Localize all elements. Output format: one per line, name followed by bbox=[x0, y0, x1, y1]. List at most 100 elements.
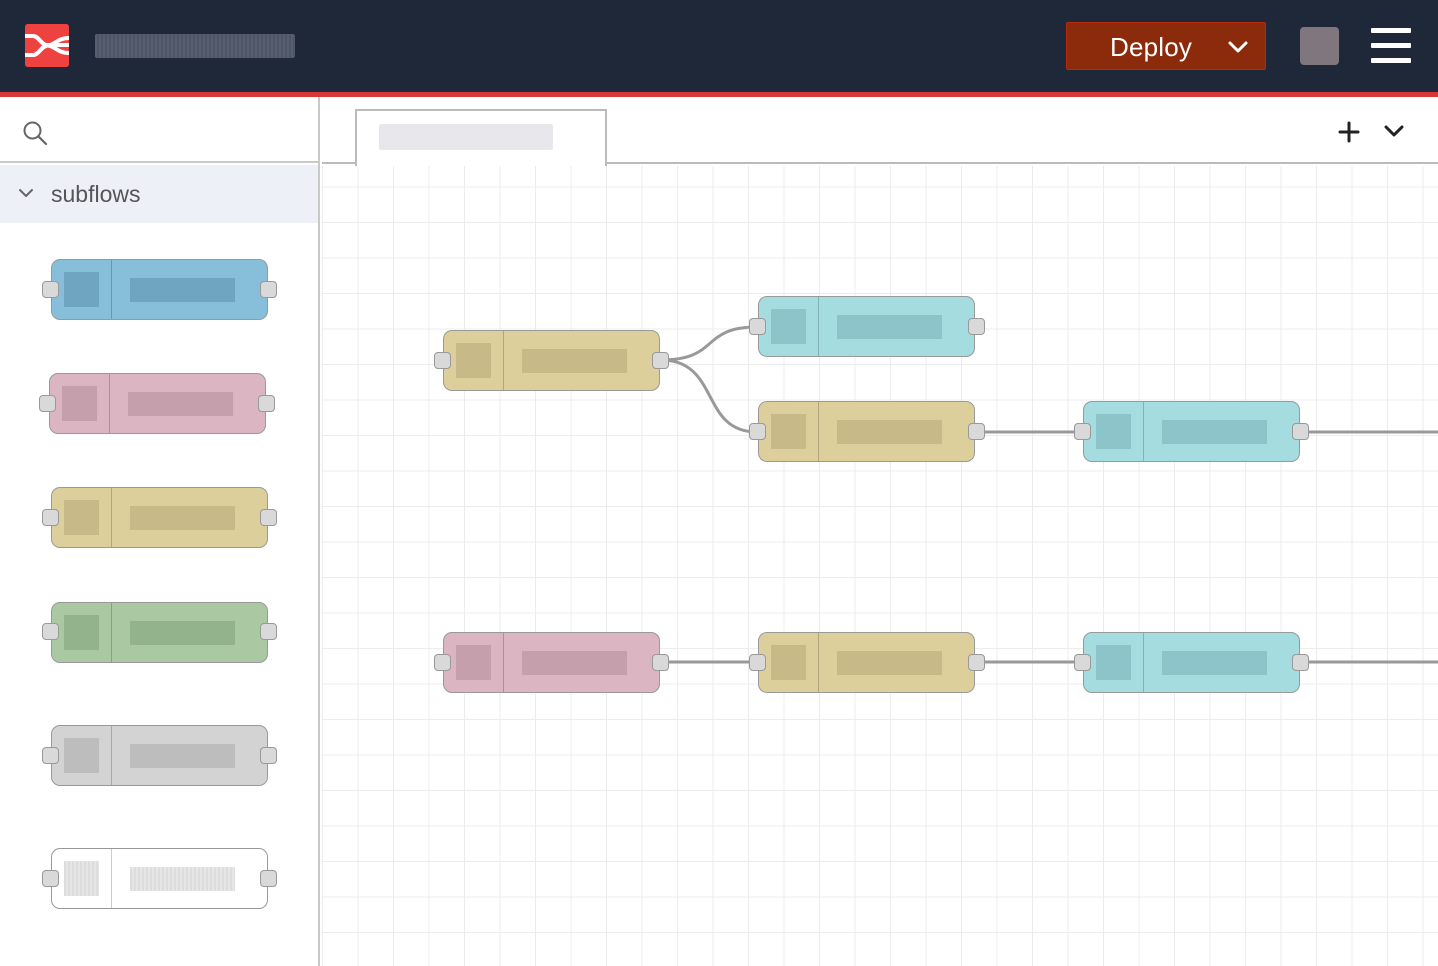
deploy-button-label: Deploy bbox=[1110, 32, 1193, 62]
chevron-down-icon[interactable] bbox=[1227, 37, 1249, 57]
palette-node-green[interactable] bbox=[51, 602, 268, 663]
node-icon bbox=[456, 645, 491, 680]
node-output-port[interactable] bbox=[258, 395, 275, 412]
palette-search-bar bbox=[0, 97, 320, 163]
node-input-port[interactable] bbox=[749, 318, 766, 335]
flow-canvas-grid[interactable] bbox=[322, 166, 1438, 966]
node-output-port[interactable] bbox=[968, 654, 985, 671]
node-icon-area bbox=[444, 633, 504, 692]
node-label-placeholder bbox=[837, 651, 942, 675]
node-input-port[interactable] bbox=[749, 423, 766, 440]
node-input-port[interactable] bbox=[1074, 654, 1091, 671]
node-label-placeholder bbox=[130, 506, 235, 530]
node-icon bbox=[1096, 414, 1131, 449]
node-label-placeholder bbox=[128, 392, 233, 416]
palette-node-grey[interactable] bbox=[51, 725, 268, 786]
node-label-placeholder bbox=[837, 420, 942, 444]
node-label-placeholder bbox=[1162, 651, 1267, 675]
node-icon-area bbox=[52, 603, 112, 662]
flow-node-n2[interactable] bbox=[758, 296, 975, 357]
palette-search-input[interactable] bbox=[60, 111, 310, 149]
node-icon bbox=[64, 861, 99, 896]
node-icon bbox=[64, 615, 99, 650]
node-icon-area bbox=[1084, 402, 1144, 461]
search-icon bbox=[23, 121, 48, 146]
workspace bbox=[322, 97, 1438, 966]
node-icon bbox=[771, 645, 806, 680]
node-output-port[interactable] bbox=[260, 747, 277, 764]
flow-node-n1[interactable] bbox=[443, 330, 660, 391]
node-icon bbox=[64, 272, 99, 307]
node-output-port[interactable] bbox=[652, 352, 669, 369]
node-label-placeholder bbox=[130, 867, 235, 891]
header-accent-strip bbox=[0, 92, 1438, 97]
node-output-port[interactable] bbox=[260, 281, 277, 298]
plus-icon[interactable] bbox=[1338, 121, 1360, 143]
node-input-port[interactable] bbox=[42, 281, 59, 298]
header-bar: Deploy bbox=[0, 0, 1438, 92]
node-output-port[interactable] bbox=[260, 623, 277, 640]
node-label-placeholder bbox=[522, 651, 627, 675]
hamburger-menu-icon[interactable] bbox=[1371, 28, 1411, 64]
node-icon-area bbox=[52, 488, 112, 547]
node-icon bbox=[1096, 645, 1131, 680]
node-input-port[interactable] bbox=[42, 509, 59, 526]
category-label: subflows bbox=[51, 181, 141, 207]
node-icon-area bbox=[1084, 633, 1144, 692]
node-icon-area bbox=[52, 726, 112, 785]
chevron-down-icon bbox=[19, 189, 33, 197]
node-input-port[interactable] bbox=[42, 747, 59, 764]
node-icon bbox=[456, 343, 491, 378]
node-icon-area bbox=[759, 297, 819, 356]
palette-sidebar: subflows bbox=[0, 97, 320, 966]
node-icon bbox=[771, 309, 806, 344]
node-output-port[interactable] bbox=[260, 870, 277, 887]
project-title-placeholder bbox=[95, 34, 295, 58]
deploy-button[interactable]: Deploy bbox=[1066, 22, 1266, 70]
node-icon-area bbox=[50, 374, 110, 433]
node-icon-area bbox=[759, 402, 819, 461]
node-input-port[interactable] bbox=[39, 395, 56, 412]
node-label-placeholder bbox=[130, 744, 235, 768]
flow-node-n6[interactable] bbox=[758, 632, 975, 693]
node-label-placeholder bbox=[1162, 420, 1267, 444]
node-input-port[interactable] bbox=[434, 352, 451, 369]
node-output-port[interactable] bbox=[1292, 654, 1309, 671]
node-icon bbox=[64, 738, 99, 773]
node-icon-area bbox=[52, 849, 112, 908]
node-icon-area bbox=[444, 331, 504, 390]
palette-node-tan[interactable] bbox=[51, 487, 268, 548]
flow-node-n5[interactable] bbox=[443, 632, 660, 693]
flow-tab[interactable] bbox=[355, 109, 607, 166]
palette-category-subflows[interactable]: subflows bbox=[0, 165, 318, 223]
node-icon-area bbox=[759, 633, 819, 692]
palette-node-blue[interactable] bbox=[51, 259, 268, 320]
flow-node-n4[interactable] bbox=[1083, 401, 1300, 462]
user-avatar[interactable] bbox=[1300, 27, 1339, 65]
node-input-port[interactable] bbox=[749, 654, 766, 671]
node-output-port[interactable] bbox=[968, 318, 985, 335]
node-output-port[interactable] bbox=[1292, 423, 1309, 440]
node-label-placeholder bbox=[130, 278, 235, 302]
node-red-logo-icon bbox=[25, 24, 69, 67]
flow-node-n7[interactable] bbox=[1083, 632, 1300, 693]
node-icon-area bbox=[52, 260, 112, 319]
node-label-placeholder bbox=[837, 315, 942, 339]
node-input-port[interactable] bbox=[1074, 423, 1091, 440]
node-output-port[interactable] bbox=[968, 423, 985, 440]
node-label-placeholder bbox=[130, 621, 235, 645]
node-icon bbox=[771, 414, 806, 449]
chevron-down-icon[interactable] bbox=[1383, 123, 1405, 141]
node-input-port[interactable] bbox=[434, 654, 451, 671]
node-icon bbox=[62, 386, 97, 421]
flow-node-n3[interactable] bbox=[758, 401, 975, 462]
palette-node-white[interactable] bbox=[51, 848, 268, 909]
palette-node-pink[interactable] bbox=[49, 373, 266, 434]
node-input-port[interactable] bbox=[42, 623, 59, 640]
flow-tab-bar bbox=[322, 97, 1438, 166]
node-icon bbox=[64, 500, 99, 535]
node-output-port[interactable] bbox=[260, 509, 277, 526]
flow-tab-label-placeholder bbox=[379, 124, 553, 150]
node-output-port[interactable] bbox=[652, 654, 669, 671]
node-input-port[interactable] bbox=[42, 870, 59, 887]
